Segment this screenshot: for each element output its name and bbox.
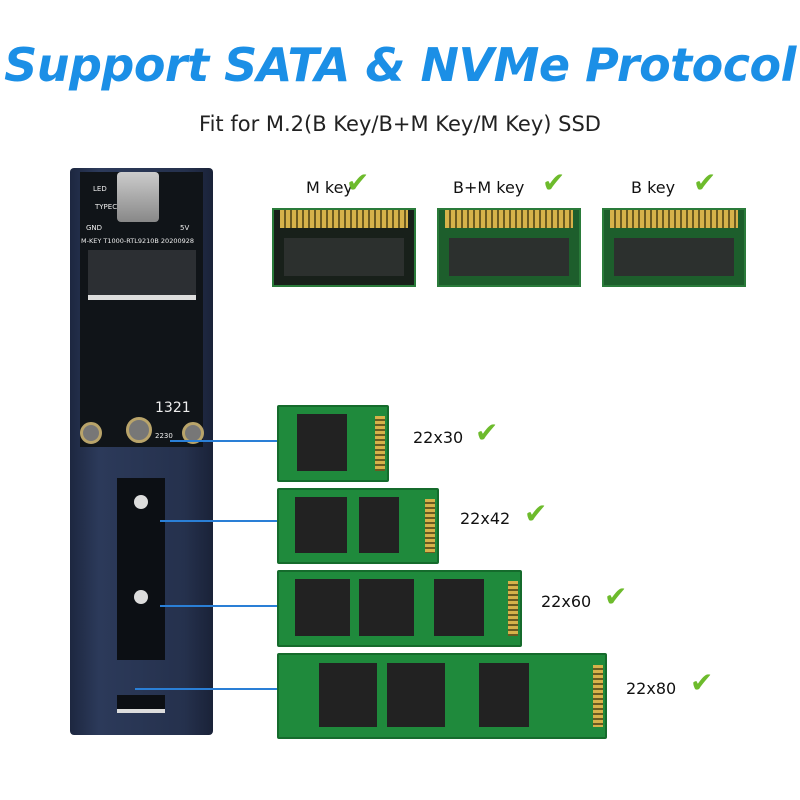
pcb-model-label: M-KEY T1000-RTL9210B 20200928 (81, 237, 195, 245)
connector-line (135, 688, 277, 690)
check-icon: ✔ (475, 416, 499, 449)
pcb-led-label: LED (93, 185, 107, 193)
key-label-b: B key (631, 178, 676, 197)
pcb-gnd-label: GND (86, 224, 103, 232)
size-label-2230: 22x30 (413, 428, 464, 447)
pcb-size-label: 2230 (155, 432, 173, 440)
size-label-2242: 22x42 (460, 509, 511, 528)
ssd-2280 (277, 653, 607, 739)
rail-clip (117, 695, 165, 713)
check-icon: ✔ (693, 166, 717, 199)
bm-key-connector (437, 208, 581, 287)
size-label-2260: 22x60 (541, 592, 592, 611)
size-label-2280: 22x80 (626, 679, 677, 698)
ssd-2230 (277, 405, 389, 482)
screw-hole (182, 422, 204, 444)
headline: Support SATA & NVMe Protocol (4, 38, 796, 92)
connector-line (160, 605, 277, 607)
check-icon: ✔ (524, 497, 548, 530)
check-icon: ✔ (690, 666, 714, 699)
pcb-number: 1321 (155, 400, 191, 416)
screw-hole (126, 417, 152, 443)
m-key-connector (272, 208, 416, 287)
pcb-5v-label: 5V (180, 224, 190, 232)
ssd-2260 (277, 570, 522, 647)
ssd-2242 (277, 488, 439, 564)
check-icon: ✔ (604, 580, 628, 613)
b-key-connector (602, 208, 746, 287)
subtitle: Fit for M.2(B Key/B+M Key/M Key) SSD (199, 112, 601, 136)
key-label-bm: B+M key (453, 178, 525, 197)
rail-hole (134, 495, 148, 509)
pcb-typec-label: TYPEC (95, 203, 118, 211)
key-label-m: M key (306, 178, 353, 197)
check-icon: ✔ (542, 166, 566, 199)
usb-c-port (117, 172, 159, 222)
screw-hole (80, 422, 102, 444)
connector-line (170, 440, 277, 442)
rail-hole (134, 590, 148, 604)
m2-slot (88, 250, 196, 300)
connector-line (160, 520, 277, 522)
check-icon: ✔ (346, 166, 370, 199)
